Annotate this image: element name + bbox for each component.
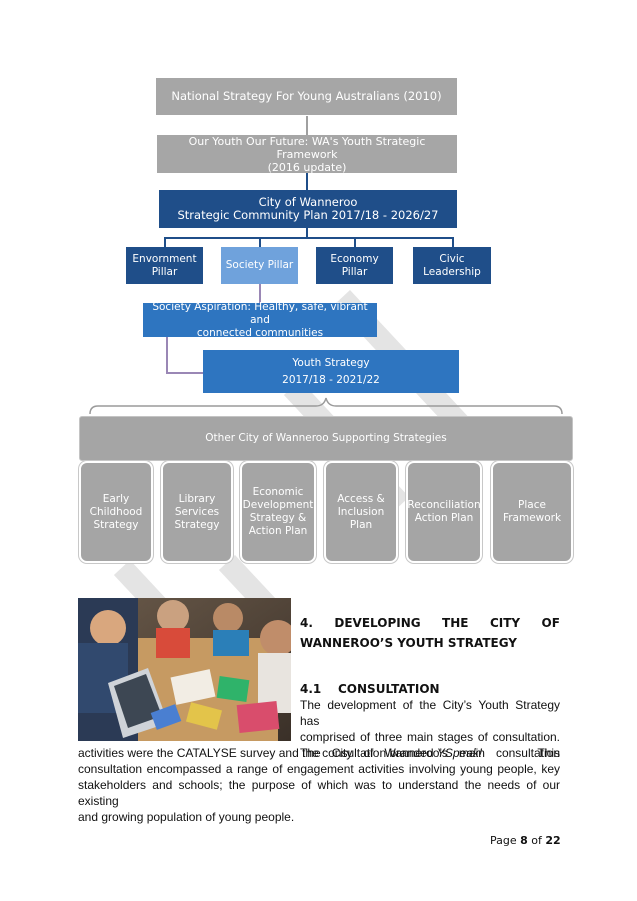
wa-framework-label-line1: Our Youth Our Future: WA's Youth Strateg… bbox=[188, 134, 426, 161]
environment-pillar-box: Envornment Pillar bbox=[126, 247, 203, 284]
society-pillar-box: Society Pillar bbox=[221, 247, 298, 284]
youth-strategy-box: Youth Strategy 2017/18 - 2021/22 bbox=[203, 350, 459, 393]
page-label: Page bbox=[490, 834, 517, 847]
section-number: 4. bbox=[300, 616, 313, 630]
society-pillar-label: Society Pillar bbox=[225, 259, 294, 271]
connector-line bbox=[306, 116, 308, 136]
connector-line bbox=[259, 284, 261, 304]
grouping-brace bbox=[89, 397, 563, 415]
consultation-photo bbox=[78, 598, 291, 741]
section-title-word: THE bbox=[442, 616, 469, 630]
subsection-heading: 4.1 CONSULTATION bbox=[300, 682, 560, 696]
connector-line bbox=[306, 228, 308, 238]
connector-line bbox=[166, 372, 204, 374]
paragraph-line: stakeholders and schools; the purpose of… bbox=[78, 778, 560, 808]
subsection-number: 4.1 bbox=[300, 682, 322, 696]
supporting-strategy-card: Place Framework bbox=[491, 461, 573, 563]
economy-pillar-box: Economy Pillar bbox=[316, 247, 393, 284]
environment-pillar-label: Envornment Pillar bbox=[132, 252, 197, 278]
supporting-strategy-card: Access & Inclusion Plan bbox=[324, 461, 398, 563]
wa-framework-label-line2: (2016 update) bbox=[267, 160, 347, 174]
paragraph-line-part: activities were the CATALYSE survey and … bbox=[78, 746, 437, 760]
civic-leadership-box: Civic Leadership bbox=[413, 247, 491, 284]
paragraph-line: The City of Wanneroo’s main consultation bbox=[300, 746, 560, 760]
connector-line bbox=[259, 237, 261, 247]
paragraph-line: and growing population of young people. bbox=[78, 810, 295, 824]
page-of: of bbox=[531, 834, 542, 847]
supporting-strategy-label: Economic Development Strategy & Action P… bbox=[242, 486, 314, 537]
paragraph-line: activities were the CATALYSE survey and … bbox=[78, 745, 560, 761]
other-strategies-label: Other City of Wanneroo Supporting Strate… bbox=[205, 432, 447, 444]
section-title-word: OF bbox=[541, 616, 560, 630]
connector-line bbox=[354, 237, 356, 247]
city-plan-label-line2: Strategic Community Plan 2017/18 - 2026/… bbox=[177, 208, 439, 222]
society-aspiration-line2: connected communities bbox=[196, 326, 324, 339]
consultation-photo-illustration bbox=[78, 598, 291, 741]
connector-line bbox=[166, 337, 168, 374]
civic-leadership-label: Civic Leadership bbox=[423, 252, 481, 278]
yspeak-brand: YSpeak! bbox=[436, 746, 483, 760]
other-strategies-box: Other City of Wanneroo Supporting Strate… bbox=[79, 416, 573, 461]
consultation-paragraph-cont: activities were the CATALYSE survey and … bbox=[78, 745, 560, 825]
city-plan-box: City of Wanneroo Strategic Community Pla… bbox=[159, 190, 457, 228]
supporting-strategy-card: Reconciliation Action Plan bbox=[406, 461, 482, 563]
paragraph-line-part: This bbox=[530, 746, 560, 760]
city-plan-label-line1: City of Wanneroo bbox=[258, 195, 358, 209]
page-total: 22 bbox=[545, 834, 561, 847]
page-current: 8 bbox=[520, 834, 528, 847]
supporting-strategy-card: Early Childhood Strategy bbox=[79, 461, 153, 563]
national-strategy-box: National Strategy For Young Australians … bbox=[156, 78, 457, 115]
supporting-strategy-label: Access & Inclusion Plan bbox=[337, 492, 385, 531]
consultation-paragraph: The development of the City’s Youth Stra… bbox=[300, 697, 560, 761]
paragraph-line: comprised of three main stages of consul… bbox=[300, 730, 560, 744]
wa-framework-box: Our Youth Our Future: WA's Youth Strateg… bbox=[157, 134, 457, 174]
supporting-strategy-card: Library Services Strategy bbox=[161, 461, 233, 563]
society-aspiration-box: Society Aspiration: Healthy, safe, vibra… bbox=[143, 300, 377, 339]
paragraph-line: consultation encompassed a range of enga… bbox=[78, 762, 560, 776]
section-title-word: DEVELOPING bbox=[334, 616, 421, 630]
supporting-strategy-label: Reconciliation Action Plan bbox=[407, 499, 481, 524]
section-title-word: CITY bbox=[489, 616, 521, 630]
connector-line bbox=[452, 237, 454, 247]
connector-line bbox=[164, 237, 166, 247]
supporting-strategy-label: Library Services Strategy bbox=[174, 492, 220, 531]
section-heading-line2: WANNEROO’S YOUTH STRATEGY bbox=[300, 636, 517, 650]
page-number: Page 8 of 22 bbox=[490, 834, 561, 847]
connector-line bbox=[306, 172, 308, 192]
national-strategy-label: National Strategy For Young Australians … bbox=[171, 89, 442, 103]
economy-pillar-label: Economy Pillar bbox=[330, 252, 379, 278]
paragraph-line: The development of the City’s Youth Stra… bbox=[300, 698, 560, 728]
supporting-strategy-card: Economic Development Strategy & Action P… bbox=[240, 461, 316, 563]
youth-strategy-line2: 2017/18 - 2021/22 bbox=[282, 373, 380, 386]
supporting-strategy-label: Early Childhood Strategy bbox=[89, 492, 143, 531]
connector-line bbox=[164, 237, 454, 239]
subsection-title: CONSULTATION bbox=[338, 682, 440, 696]
section-heading-line1: 4. DEVELOPING THE CITY OF bbox=[300, 616, 560, 630]
youth-strategy-line1: Youth Strategy bbox=[292, 356, 370, 369]
society-aspiration-line1: Society Aspiration: Healthy, safe, vibra… bbox=[152, 300, 368, 326]
supporting-strategy-label: Place Framework bbox=[502, 499, 562, 524]
section-heading: 4. DEVELOPING THE CITY OF WANNEROO’S YOU… bbox=[300, 616, 560, 650]
